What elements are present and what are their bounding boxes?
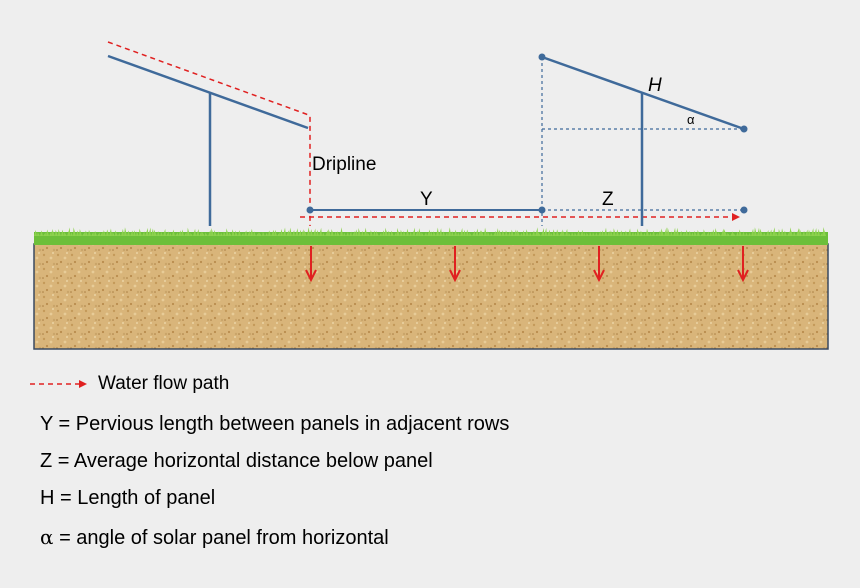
grass — [34, 227, 828, 245]
right-solar-panel — [538, 53, 748, 226]
alpha-label: α — [687, 112, 695, 127]
infiltration-arrow — [449, 246, 461, 283]
left-solar-panel — [107, 54, 309, 226]
soil — [33, 243, 829, 350]
z-end-point — [740, 206, 748, 214]
dripline-label: Dripline — [312, 154, 376, 175]
infiltration-arrow — [737, 246, 749, 283]
y-start-point — [306, 206, 314, 214]
infiltration-arrows — [305, 246, 749, 283]
z-label: Z — [602, 189, 614, 210]
infiltration-arrow — [593, 246, 605, 283]
legend-water-flow-swatch — [30, 380, 87, 388]
water-flow-arrowhead — [732, 213, 740, 221]
y-label: Y — [420, 189, 433, 210]
infiltration-arrow — [305, 246, 317, 283]
water-flow-path-panel — [107, 41, 311, 226]
h-label: H — [648, 75, 662, 96]
